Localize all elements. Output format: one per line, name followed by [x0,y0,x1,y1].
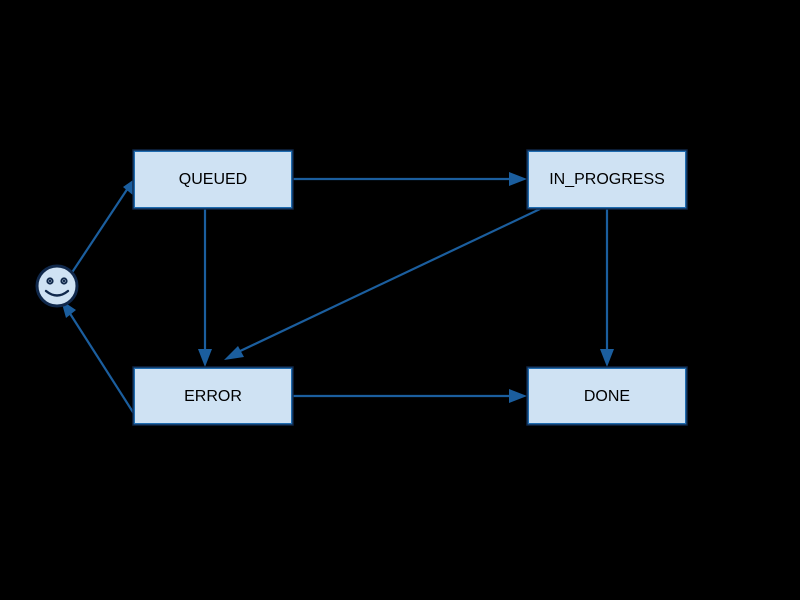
edge-error-to-start[interactable] [61,300,139,421]
edge-queued-to-in-progress-arrowhead [509,172,527,186]
edge-queued-to-in-progress[interactable] [293,172,527,186]
edge-in-progress-to-error[interactable] [224,208,541,360]
node-in-progress-outline [526,149,688,210]
smiley-pupil-left-icon [46,277,54,285]
node-done-box [527,367,687,425]
edge-start-to-queued[interactable] [70,180,134,275]
smiley-mouth-icon [44,289,70,297]
smiley-pupil-right-icon [60,277,68,285]
edge-in-progress-to-error-arrowhead [224,346,244,360]
node-in-progress-label: IN_PROGRESS [549,171,665,188]
edge-error-to-done-arrowhead [509,389,527,403]
node-error-box [133,367,293,425]
node-queued-label: QUEUED [179,171,247,188]
node-in-progress[interactable]: IN_PROGRESS [526,149,688,210]
node-start[interactable] [35,264,79,308]
edge-in-progress-to-done-arrowhead [600,349,614,367]
node-done-outline [526,366,688,426]
edge-queued-to-error[interactable] [198,209,212,367]
edge-in-progress-to-error-line [235,208,541,354]
edge-error-to-done[interactable] [293,389,527,403]
node-done[interactable]: DONE [526,366,688,426]
smiley-face-icon [35,264,79,308]
node-in-progress-box [527,150,687,209]
edge-start-to-queued-line [70,187,129,275]
node-queued-outline [132,149,294,210]
node-queued-box [133,150,293,209]
node-error[interactable]: ERROR [132,366,294,426]
node-queued[interactable]: QUEUED [132,149,294,210]
edge-queued-to-error-arrowhead [198,349,212,367]
edge-in-progress-to-done[interactable] [600,209,614,367]
node-error-label: ERROR [184,388,242,405]
node-error-outline [132,366,294,426]
node-done-label: DONE [584,388,630,405]
edge-error-to-start-line [68,311,139,421]
edge-start-to-queued-arrowhead [123,180,134,196]
